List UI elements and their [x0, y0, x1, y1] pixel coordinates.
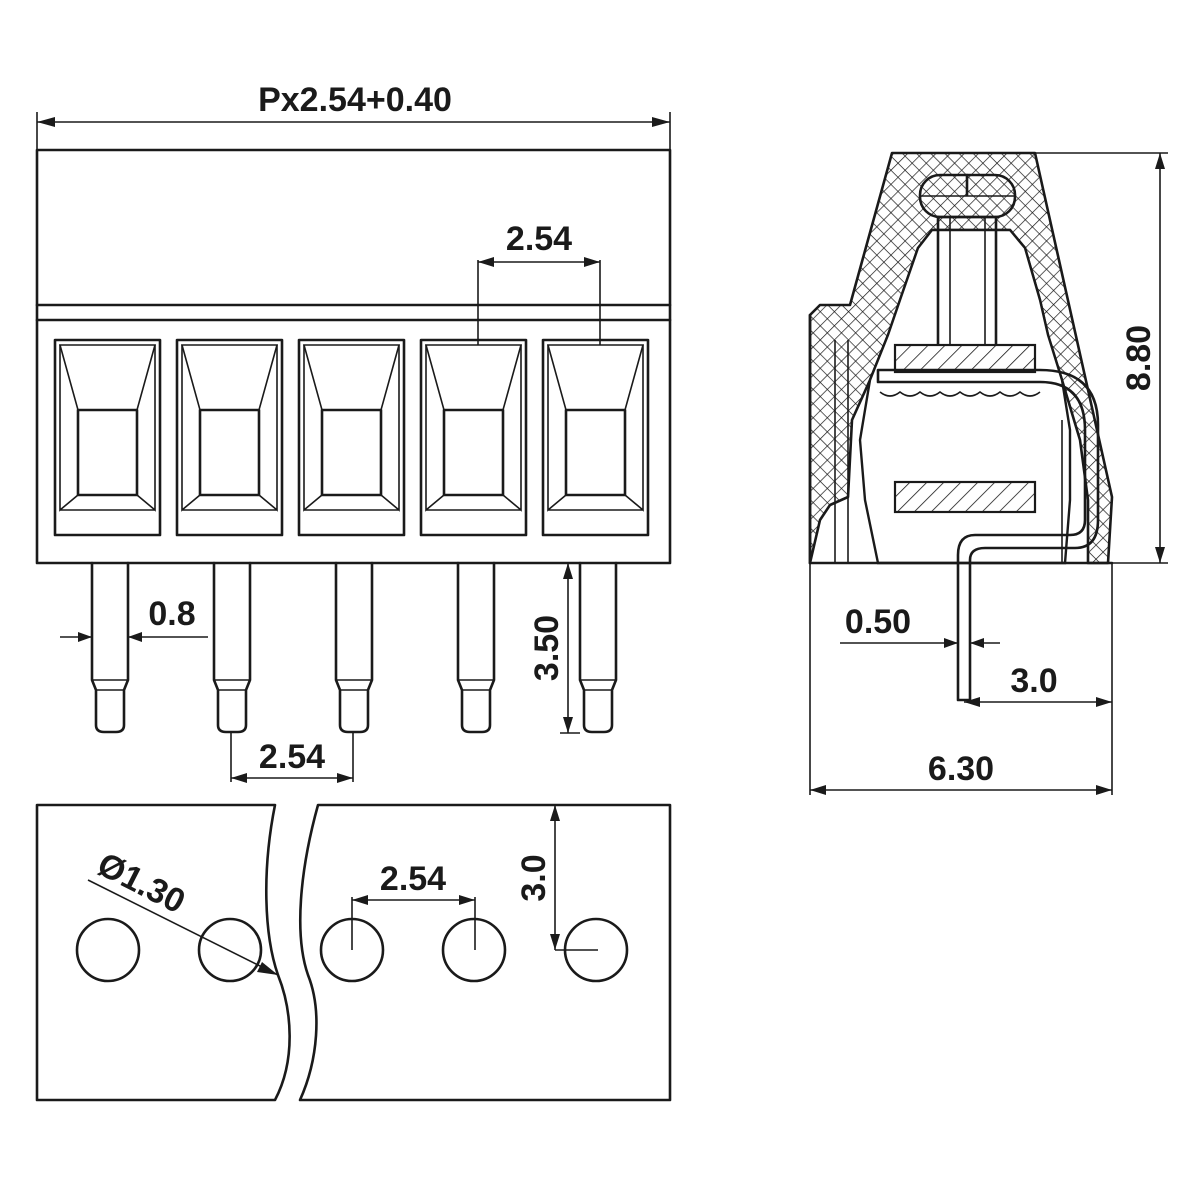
- depth-label: 6.30: [928, 750, 994, 788]
- housing-body: [35, 148, 672, 565]
- pin-width-label: 0.8: [148, 595, 195, 633]
- pcb-hole: [441, 917, 507, 983]
- pcb-hole: [75, 917, 141, 983]
- depth-dimension: 6.30: [809, 563, 1112, 795]
- pcb-hole: [197, 917, 263, 983]
- pcb-right-part: [298, 803, 672, 1102]
- clamp-frame: [876, 368, 1100, 702]
- wire-entry-cell: [175, 338, 284, 537]
- overall-width-label: Px2.54+0.40: [258, 81, 452, 119]
- pin-length-label: 3.50: [528, 615, 566, 681]
- pitch-top-label: 2.54: [506, 220, 572, 258]
- hole-pitch-dimension: 2.54: [351, 860, 476, 950]
- front-view: Px2.54+0.40 2.54 0.8: [35, 81, 672, 783]
- wire-entry-cell: [541, 338, 650, 537]
- wire-entry-cell: [53, 338, 162, 537]
- solder-pin: [456, 561, 496, 734]
- pin-thickness-dimension: 0.50: [840, 603, 1000, 648]
- pitch-bottom-label: 2.54: [259, 738, 325, 776]
- overall-width-dimension: Px2.54+0.40: [36, 81, 671, 150]
- pcb-layout-view: Ø1.30 2.54 3.0: [35, 803, 672, 1102]
- hole-offset-label: 3.0: [515, 854, 553, 901]
- pin-offset-dimension: 3.0: [964, 563, 1113, 795]
- pin-thickness-label: 0.50: [845, 603, 911, 641]
- height-dimension: 8.80: [1035, 152, 1168, 564]
- pressure-plate-upper: [893, 343, 1037, 374]
- hole-diameter-dimension: Ø1.30: [87, 845, 279, 976]
- hole-offset-dimension: 3.0: [515, 804, 598, 951]
- pitch-bottom-dimension: 2.54: [230, 733, 354, 783]
- pitch-top-dimension: 2.54: [477, 220, 601, 345]
- pin-offset-label: 3.0: [1010, 662, 1057, 700]
- pcb-left-part: [35, 803, 291, 1102]
- pin-length-dimension: 3.50: [528, 563, 580, 734]
- solder-pin: [90, 561, 130, 734]
- side-view: 8.80 0.50 3.0 6.30: [808, 151, 1168, 795]
- wire-entry-cells: [53, 338, 650, 537]
- pressure-plate-lower: [893, 480, 1037, 514]
- height-label: 8.80: [1120, 325, 1158, 391]
- hole-pitch-label: 2.54: [380, 860, 446, 898]
- wire-entry-cell: [297, 338, 406, 537]
- solder-pin: [578, 561, 618, 734]
- wire-entry-cell: [419, 338, 528, 537]
- hole-diameter-label: Ø1.30: [91, 845, 191, 921]
- pin-width-dimension: 0.8: [60, 595, 208, 642]
- solder-pin: [212, 561, 252, 734]
- solder-pins: [90, 561, 618, 734]
- solder-pin: [334, 561, 374, 734]
